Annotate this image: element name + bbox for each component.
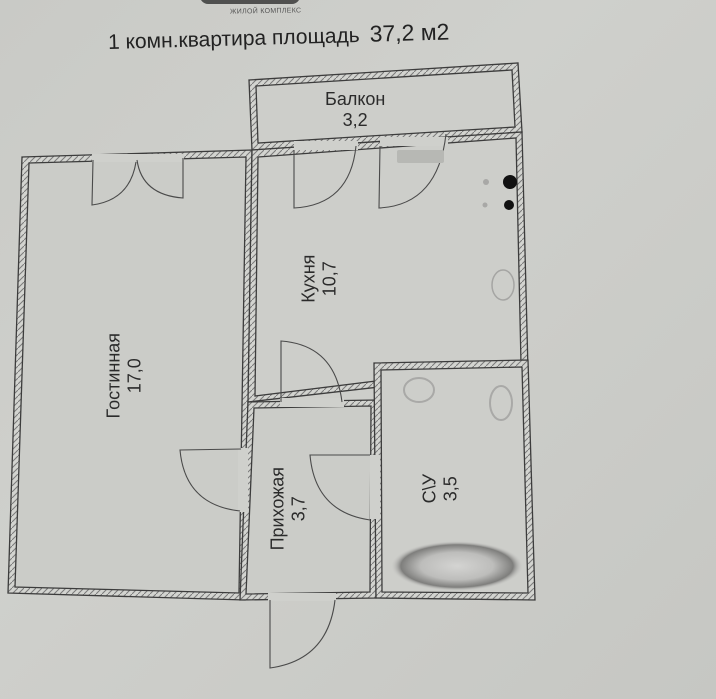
bathtub-icon bbox=[391, 541, 523, 591]
room-name: Прихожая bbox=[267, 466, 288, 551]
stove-burner-small-icon bbox=[504, 200, 514, 210]
room-area: 3,5 bbox=[440, 476, 460, 502]
kitchen-fixtures bbox=[482, 175, 517, 301]
room-kitchen: Кухня 10,7 bbox=[298, 249, 339, 309]
doors bbox=[91, 133, 448, 669]
kitchen-sink-icon bbox=[491, 269, 515, 301]
bathroom-walls bbox=[373, 359, 536, 601]
bath-hall-door bbox=[309, 454, 371, 521]
living-hall-door bbox=[179, 448, 242, 512]
bathroom-fixtures bbox=[391, 377, 523, 591]
stove-burner-faint-icon bbox=[483, 179, 489, 185]
stove-burner-faint-icon bbox=[482, 202, 488, 208]
living-door-right bbox=[136, 158, 184, 199]
room-hallway: Прихожая 3,7 bbox=[267, 459, 308, 559]
room-balcony: Балкон 3,2 bbox=[325, 89, 385, 130]
living-door-left bbox=[91, 159, 137, 206]
room-area: 17,0 bbox=[124, 358, 144, 394]
kitchen-hall-door bbox=[280, 340, 343, 403]
kitchen-balcony-door-right bbox=[378, 133, 447, 209]
kitchen-balcony-door-left bbox=[293, 145, 357, 209]
room-name: Балкон bbox=[325, 89, 386, 109]
toilet-icon bbox=[489, 385, 513, 421]
balcony-walls bbox=[248, 62, 523, 151]
room-name: Гостинная bbox=[103, 332, 124, 419]
living-room-walls bbox=[7, 149, 253, 601]
logo bbox=[200, 0, 330, 8]
stove-burner-large-icon bbox=[503, 175, 517, 189]
hallway-walls bbox=[239, 399, 378, 601]
washbasin-icon bbox=[403, 377, 435, 403]
logo-mark bbox=[200, 0, 300, 4]
room-name: Кухня bbox=[298, 254, 319, 303]
entrance-door bbox=[269, 599, 336, 669]
kitchen-walls bbox=[247, 131, 529, 403]
room-bathroom: С\У 3,5 bbox=[419, 459, 460, 519]
room-name: С\У bbox=[419, 473, 440, 504]
room-area: 3,7 bbox=[288, 496, 308, 522]
room-living: Гостинная 17,0 bbox=[103, 326, 144, 426]
room-area: 3,2 bbox=[342, 109, 368, 130]
room-area: 10,7 bbox=[319, 261, 339, 297]
